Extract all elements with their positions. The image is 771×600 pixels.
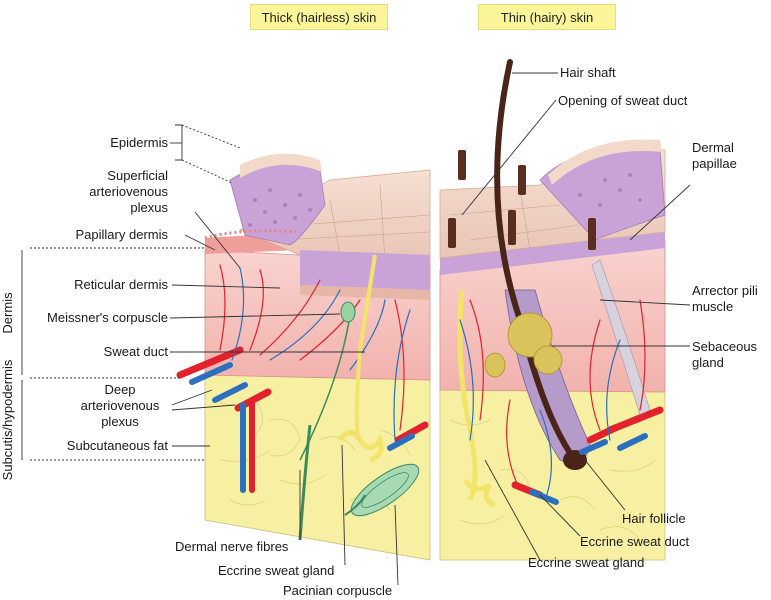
label-deep-plexus: Deep arteriovenous plexus (80, 382, 160, 429)
label-sweat-duct: Sweat duct (103, 344, 168, 359)
sebaceous-gland-shape (484, 312, 563, 378)
left-glands-nerves (298, 254, 420, 541)
hair-stubs (448, 150, 596, 250)
label-arrector-pili: Arrector pili muscle (692, 283, 758, 314)
label-eccrine-sweat-gland-left: Eccrine sweat gland (218, 563, 335, 578)
leader-lines (21, 72, 691, 586)
label-sebaceous-gland: Sebaceous gland (692, 339, 758, 370)
label-epidermis: Epidermis (110, 135, 168, 150)
label-opening-sweat-duct: Opening of sweat duct (558, 93, 688, 108)
nerve-fibre (298, 424, 312, 541)
label-meissners-corpuscle: Meissner's corpuscle (47, 310, 168, 325)
label-reticular-dermis: Reticular dermis (74, 277, 168, 292)
pacinian-corpuscle-shape (350, 463, 420, 517)
sweat-duct-left (354, 254, 377, 441)
dermis-side-label: Dermis (0, 292, 15, 334)
label-hair-follicle: Hair follicle (622, 511, 686, 526)
label-eccrine-sweat-gland-right: Eccrine sweat gland (528, 555, 645, 570)
label-dermal-papillae: Dermal papillae (692, 140, 737, 171)
hair-shaft-shape (494, 59, 578, 463)
sweat-duct-right (457, 289, 478, 502)
epidermis-layer (300, 250, 430, 290)
label-eccrine-sweat-duct: Eccrine sweat duct (580, 534, 690, 549)
label-pacinian-corpuscle: Pacinian corpuscle (283, 583, 393, 598)
label-subcutaneous-fat: Subcutaneous fat (66, 438, 168, 453)
meissners-corpuscle-shape (340, 301, 356, 323)
label-dermal-nerve-fibres: Dermal nerve fibres (175, 539, 289, 554)
label-superficial-plexus: Superficial arteriovenous plexus (89, 168, 168, 215)
thin-skin-header: Thin (hairy) skin (478, 4, 616, 30)
blood-vessels (176, 264, 664, 505)
thick-skin-header: Thick (hairless) skin (250, 4, 388, 30)
thick-skin-block (204, 153, 431, 561)
label-papillary-dermis: Papillary dermis (75, 227, 168, 242)
subcutis-side-label: Subcutis/hypodermis (0, 359, 15, 480)
label-hair-shaft: Hair shaft (560, 65, 616, 80)
thin-skin-block (439, 59, 666, 561)
